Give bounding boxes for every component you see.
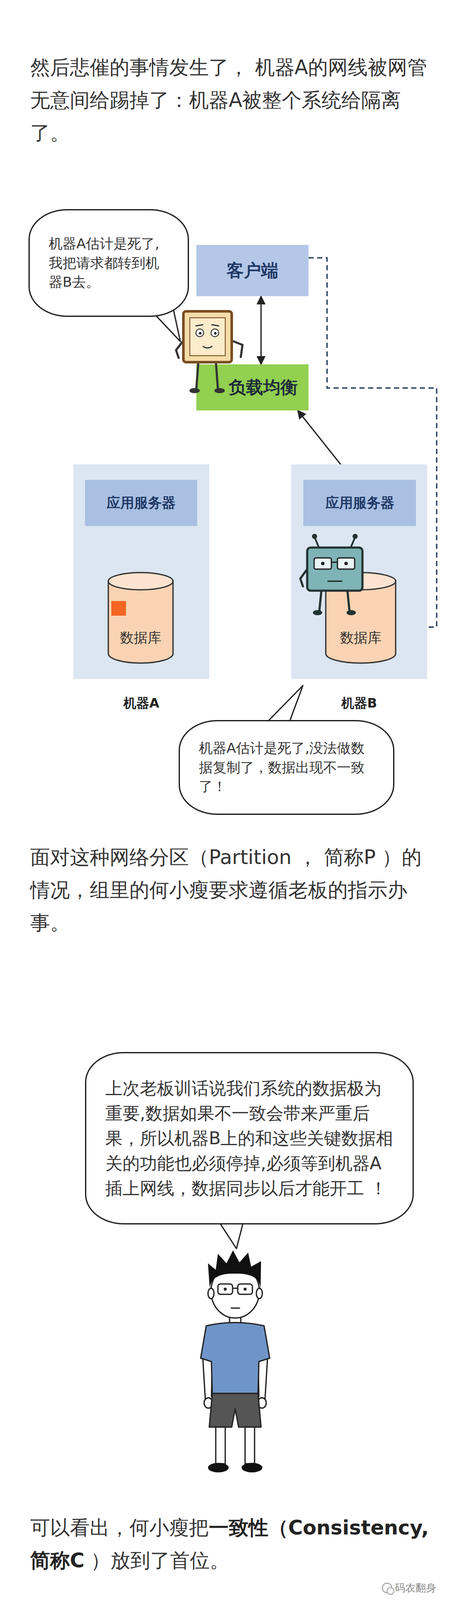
client-box: 客户端 xyxy=(196,245,309,297)
person-shorts xyxy=(209,1394,262,1429)
bubble-text: 机器A估计是死了,我把请求都转到机器B去。 xyxy=(48,234,169,293)
paragraph-part: ）放到了首位。 xyxy=(84,1549,230,1574)
robot-body xyxy=(307,547,363,592)
robot-eye xyxy=(210,329,219,337)
box-label: 数据库 xyxy=(340,629,382,649)
robot-glasses xyxy=(314,558,332,570)
robot-eye xyxy=(198,332,202,335)
robot-glasses xyxy=(331,562,338,564)
watermark-icon xyxy=(382,1584,394,1596)
paragraph: 面对这种网络分区（Partition ， 简称P ）的情况，组里的何小瘦要求遵循… xyxy=(30,841,436,940)
person-glasses xyxy=(237,1284,253,1296)
person-eye xyxy=(243,1288,247,1292)
database-cylinder: 数据库 xyxy=(107,572,174,665)
person-shoe xyxy=(241,1464,263,1474)
box-label: 客户端 xyxy=(226,258,279,283)
person-mouth xyxy=(231,1308,240,1310)
robot-glasses xyxy=(337,558,355,570)
robot-leg xyxy=(215,360,218,390)
robot-eye xyxy=(195,329,204,337)
speech-bubble: 机器A估计是死了,没法做数据复制了，数据出现不一致了！ xyxy=(178,720,395,816)
database-outline xyxy=(324,572,397,665)
person-arm xyxy=(202,1359,206,1402)
data-marker-square xyxy=(111,601,126,617)
arrow xyxy=(260,296,262,365)
robot-arm xyxy=(300,569,308,587)
box-label: 数据库 xyxy=(119,629,162,649)
person-arm xyxy=(264,1359,268,1402)
robot-foot xyxy=(312,610,323,616)
paragraph-part: 可以看出，何小瘦把 xyxy=(30,1517,209,1541)
bubble-text: 上次老板训话说我们系统的数据极为重要,数据如果不一致会带来严重后果，所以机器B上… xyxy=(105,1076,394,1202)
robot-antenna xyxy=(352,534,358,540)
robot-eye xyxy=(214,332,217,335)
person-ear xyxy=(207,1289,215,1300)
database-outline xyxy=(107,572,174,665)
app-server-box: 应用服务器 xyxy=(303,480,416,527)
robot-eye xyxy=(321,562,325,566)
database-cylinder: 数据库 xyxy=(324,572,397,665)
robot-foot xyxy=(214,388,225,394)
watermark-icon xyxy=(387,1588,394,1596)
robot-leg xyxy=(196,360,199,390)
database-outline xyxy=(325,573,396,591)
robot-antenna xyxy=(350,538,355,549)
person-eye xyxy=(223,1288,227,1292)
robot-antenna xyxy=(314,538,320,549)
robot-arm xyxy=(231,340,243,358)
robot-body xyxy=(183,311,232,363)
machine-panel: 机器A应用服务器数据库 xyxy=(73,464,210,680)
robot-leg xyxy=(319,590,322,612)
robot-arm xyxy=(176,340,184,359)
robot-antenna xyxy=(311,534,318,540)
database-outline xyxy=(108,573,174,591)
robot-brow xyxy=(211,324,220,327)
person-shirt xyxy=(200,1323,270,1395)
database-outline xyxy=(325,581,396,664)
robot-eye xyxy=(344,562,348,566)
person-figure xyxy=(200,1251,270,1474)
robot-foot xyxy=(346,610,356,616)
bubble-tail xyxy=(264,686,303,726)
person-leg xyxy=(245,1428,255,1465)
load-balancer-box: 负载均衡 xyxy=(196,364,309,411)
person-leg xyxy=(215,1428,226,1465)
speech-bubble: 上次老板训话说我们系统的数据极为重要,数据如果不一致会带来严重后果，所以机器B上… xyxy=(85,1052,414,1226)
robot-foot xyxy=(189,388,200,394)
robot-brow xyxy=(195,324,204,327)
watermark: 码农翻身 xyxy=(394,1582,460,1596)
robot-leg xyxy=(347,590,350,612)
database-outline xyxy=(108,581,174,664)
box-label: 应用服务器 xyxy=(106,494,176,514)
robot-body xyxy=(189,318,226,356)
robot-figure xyxy=(300,534,363,616)
robot-mouth xyxy=(202,346,213,349)
person-glasses xyxy=(232,1288,238,1291)
person-ear xyxy=(256,1289,263,1300)
box-label: 应用服务器 xyxy=(325,494,395,514)
robot-mouth xyxy=(327,581,342,583)
box-label: 负载均衡 xyxy=(228,375,298,400)
person-glasses xyxy=(217,1284,233,1296)
paragraph: 可以看出，何小瘦把一致性（Consistency, 简称C ）放到了首位。 xyxy=(30,1512,436,1578)
bubble-text: 机器A估计是死了,没法做数据复制了，数据出现不一致了！ xyxy=(198,739,375,797)
speech-bubble: 机器A估计是死了,我把请求都转到机器B去。 xyxy=(28,209,189,318)
robot-figure xyxy=(176,311,243,394)
paragraph: 然后悲催的事情发生了， 机器A的网线被网管无意间给踢掉了：机器A被整个系统给隔离… xyxy=(30,50,436,150)
machine-panel: 机器B应用服务器数据库 xyxy=(291,464,428,680)
machine-label: 机器B xyxy=(291,695,428,713)
person-shoe xyxy=(207,1464,229,1474)
app-server-box: 应用服务器 xyxy=(85,480,198,527)
person-hair xyxy=(207,1251,262,1290)
machine-label: 机器A xyxy=(73,695,210,713)
